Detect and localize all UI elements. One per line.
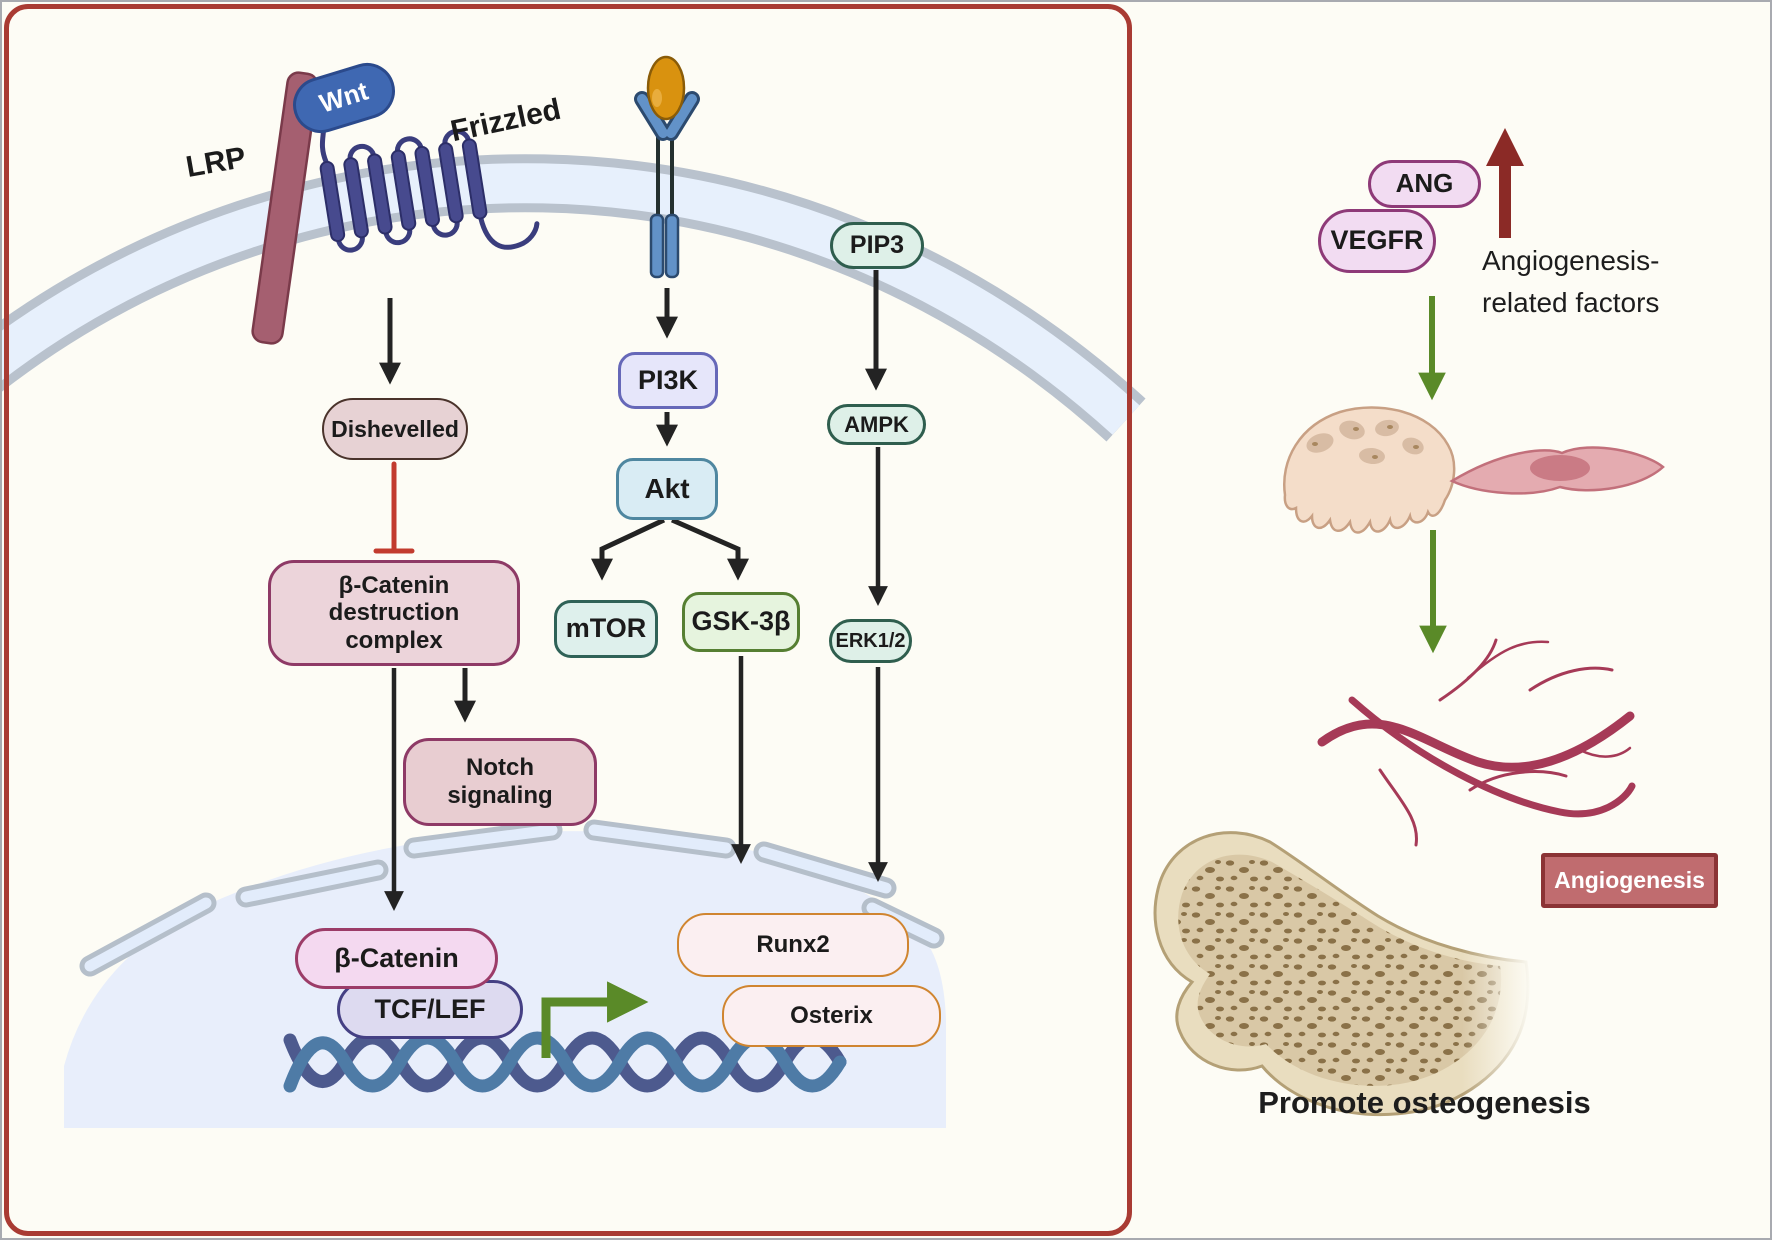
node-gsk3b: GSK-3β (682, 592, 800, 652)
node-pip3: PIP3 (830, 222, 924, 269)
node-ampk: AMPK (827, 404, 926, 445)
node-notch-signaling: Notch signaling (403, 738, 597, 826)
node-destruction-complex: β-Catenin destruction complex (268, 560, 520, 666)
nuclear-envelope-segments (79, 819, 945, 977)
rtk-receptor (634, 55, 700, 279)
ligand-icon (646, 55, 686, 121)
arrow-akt-mtor (590, 517, 666, 581)
node-pi3k: PI3K (618, 352, 718, 409)
transcription-arrow (541, 981, 649, 1058)
blood-vessels (1317, 638, 1636, 847)
bone (1153, 831, 1532, 1120)
upregulation-arrow (1486, 128, 1524, 238)
node-osterix: Osterix (722, 985, 941, 1047)
spindle-cell (1449, 446, 1665, 495)
node-erk12: ERK1/2 (829, 619, 912, 663)
osteoclast-cell (1283, 406, 1456, 534)
node-dishevelled: Dishevelled (322, 398, 468, 460)
node-runx2: Runx2 (677, 913, 909, 977)
angiogenesis-factors-caption: Angiogenesis- related factors (1482, 245, 1660, 318)
signal-arrows (378, 270, 888, 911)
node-vegfr: VEGFR (1318, 209, 1436, 273)
node-tcf-lef: TCF/LEF (337, 980, 523, 1039)
node-ang: ANG (1368, 160, 1481, 208)
cell-membrane (0, 154, 1146, 442)
node-b-catenin: β-Catenin (295, 928, 498, 989)
node-mtor: mTOR (554, 600, 658, 658)
arrow-akt-gsk3b (670, 517, 750, 581)
angiogenesis-badge: Angiogenesis (1541, 853, 1718, 908)
node-akt: Akt (616, 458, 718, 520)
frizzled-receptor (317, 91, 540, 253)
inhibit-dishevelled-destruction (373, 461, 415, 554)
promote-osteogenesis-caption: Promote osteogenesis (1258, 1085, 1591, 1120)
lrp-receptor (251, 71, 319, 345)
